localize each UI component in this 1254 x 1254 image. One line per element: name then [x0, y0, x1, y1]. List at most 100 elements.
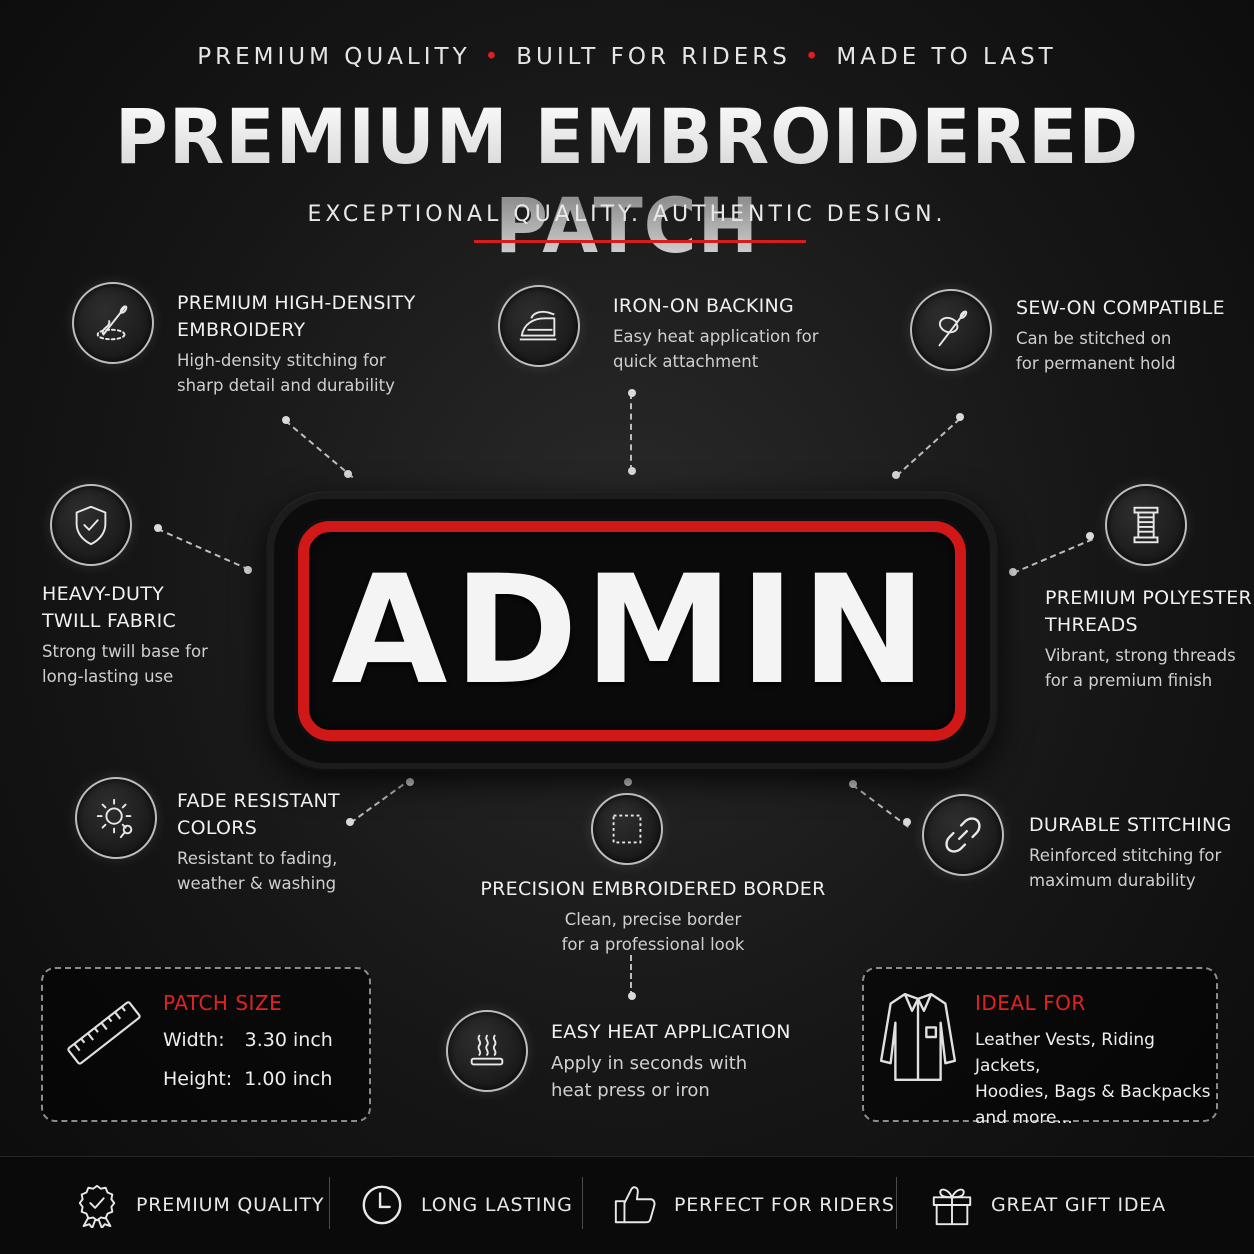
desc-line: weather & washing — [177, 874, 337, 893]
tagline: PREMIUM QUALITY•BUILT FOR RIDERS•MADE TO… — [0, 44, 1254, 70]
desc-line: High-density stitching for — [177, 351, 386, 370]
feature-description: Vibrant, strong threads for a premium fi… — [1045, 643, 1252, 693]
connector-dot — [624, 778, 632, 786]
ideal-line: Leather Vests, Riding Jackets, — [975, 1030, 1155, 1076]
badge-icon — [78, 1184, 116, 1228]
connector-line — [284, 420, 354, 479]
connector-dot — [282, 416, 290, 424]
connector-dot — [628, 467, 636, 475]
connector-line — [896, 418, 961, 477]
connector-line — [157, 528, 250, 571]
feature-title: PREMIUM HIGH-DENSITY — [177, 292, 416, 314]
heat-icon — [446, 1010, 528, 1092]
feature-fade: FADE RESISTANT COLORS Resistant to fadin… — [177, 788, 340, 896]
height-row: Height: 1.00 inch — [163, 1068, 332, 1090]
page-title: PREMIUM EMBROIDERED PATCH — [31, 92, 1222, 270]
width-value: 3.30 inch — [244, 1029, 333, 1051]
patch-size-box: PATCH SIZE Width: 3.30 inch Height: 1.00… — [41, 967, 371, 1122]
desc-line: for a professional look — [561, 935, 745, 954]
feature-title: THREADS — [1045, 614, 1138, 636]
tagline-item: PREMIUM QUALITY — [197, 44, 471, 70]
bottom-label: GREAT GIFT IDEA — [991, 1194, 1166, 1216]
feature-title: EASY HEAT APPLICATION — [551, 1021, 791, 1043]
connector-dot — [346, 818, 354, 826]
width-row: Width: 3.30 inch — [163, 1029, 333, 1051]
feature-title: PRECISION EMBROIDERED BORDER — [480, 878, 826, 900]
ideal-for-list: Leather Vests, Riding Jackets, Hoodies, … — [975, 1027, 1216, 1131]
connector-dot — [903, 818, 911, 826]
height-label: Height: — [163, 1068, 233, 1090]
bottom-label: PERFECT FOR RIDERS — [674, 1194, 895, 1216]
tagline-item: BUILT FOR RIDERS — [516, 44, 791, 70]
connector-dot — [956, 413, 964, 421]
bottom-label: PREMIUM QUALITY — [136, 1194, 325, 1216]
width-label: Width: — [163, 1029, 225, 1051]
feature-description: Apply in seconds with heat press or iron — [551, 1050, 791, 1104]
desc-line: Can be stitched on — [1016, 329, 1172, 348]
dashed-square-icon — [591, 793, 663, 865]
clock-icon — [362, 1185, 402, 1225]
connector-dot — [849, 780, 857, 788]
desc-line: long-lasting use — [42, 667, 174, 686]
feature-stitching: DURABLE STITCHING Reinforced stitching f… — [1029, 812, 1232, 893]
tagline-item: MADE TO LAST — [836, 44, 1057, 70]
desc-line: Clean, precise border — [564, 910, 742, 929]
red-divider — [474, 240, 806, 243]
connector-line — [851, 784, 909, 828]
desc-line: Reinforced stitching for — [1029, 846, 1222, 865]
thumbs-up-icon — [614, 1186, 656, 1224]
feature-heat: EASY HEAT APPLICATION Apply in seconds w… — [551, 1019, 791, 1104]
feature-sew-on: SEW-ON COMPATIBLE Can be stitched on for… — [1016, 295, 1225, 376]
connector-dot — [628, 389, 636, 397]
connector-dot — [628, 992, 636, 1000]
box-title: IDEAL FOR — [975, 991, 1086, 1015]
feature-title: TWILL FABRIC — [42, 610, 177, 632]
connector-dot — [1009, 568, 1017, 576]
feature-title: SEW-ON COMPATIBLE — [1016, 297, 1225, 319]
desc-line: for a premium finish — [1045, 671, 1213, 690]
connector-dot — [1086, 532, 1094, 540]
feature-title: IRON-ON BACKING — [613, 295, 795, 317]
gift-icon — [932, 1188, 972, 1226]
feature-description: Strong twill base for long-lasting use — [42, 639, 208, 689]
connector-line — [1013, 538, 1093, 574]
shield-check-icon — [50, 484, 132, 566]
divider — [896, 1177, 897, 1229]
desc-line: quick attachment — [613, 352, 759, 371]
box-title: PATCH SIZE — [163, 991, 283, 1015]
bottom-bar — [0, 1156, 1254, 1254]
desc-line: Easy heat application for — [613, 327, 819, 346]
desc-line: heat press or iron — [551, 1080, 710, 1101]
desc-line: sharp detail and durability — [177, 376, 395, 395]
feature-iron-on: IRON-ON BACKING Easy heat application fo… — [613, 293, 819, 374]
feature-title: COLORS — [177, 817, 258, 839]
feature-description: Can be stitched on for permanent hold — [1016, 326, 1225, 376]
feature-description: Resistant to fading, weather & washing — [177, 846, 340, 896]
desc-line: maximum durability — [1029, 871, 1196, 890]
chain-link-icon — [922, 794, 1004, 876]
feature-twill: HEAVY-DUTY TWILL FABRIC Strong twill bas… — [42, 581, 208, 689]
feature-title: HEAVY-DUTY — [42, 583, 165, 605]
feature-description: Clean, precise border for a professional… — [460, 907, 846, 957]
connector-line — [630, 393, 632, 471]
desc-line: Apply in seconds with — [551, 1053, 748, 1074]
desc-line: Resistant to fading, — [177, 849, 338, 868]
feature-title: DURABLE STITCHING — [1029, 814, 1232, 836]
feature-title: PREMIUM POLYESTER — [1045, 587, 1253, 609]
iron-icon — [498, 285, 580, 367]
feature-title: FADE RESISTANT — [177, 790, 340, 812]
bottom-label: LONG LASTING — [421, 1194, 573, 1216]
divider — [329, 1177, 330, 1229]
desc-line: for permanent hold — [1016, 354, 1176, 373]
red-dot-separator: • — [484, 44, 503, 70]
connector-dot — [244, 566, 252, 574]
feature-embroidery: PREMIUM HIGH-DENSITY EMBROIDERY High-den… — [177, 290, 415, 398]
bottom-item-great-gift: GREAT GIFT IDEA — [929, 1156, 1166, 1254]
patch-text: ADMIN — [331, 544, 933, 718]
sewing-needle-icon — [910, 289, 992, 371]
feature-description: Reinforced stitching for maximum durabil… — [1029, 843, 1232, 893]
subtitle: EXCEPTIONAL QUALITY. AUTHENTIC DESIGN. — [307, 202, 947, 227]
feature-description: High-density stitching for sharp detail … — [177, 348, 415, 398]
connector-dot — [344, 470, 352, 478]
ideal-for-box: IDEAL FOR Leather Vests, Riding Jackets,… — [862, 967, 1218, 1128]
